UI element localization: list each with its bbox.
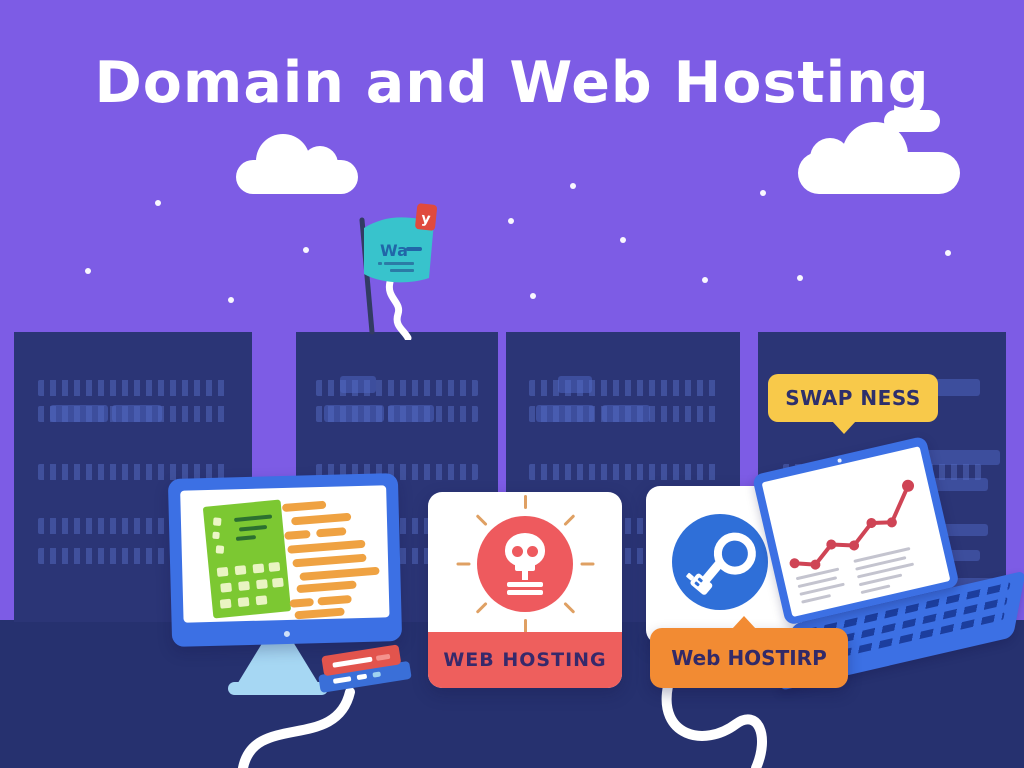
star-dot (530, 293, 536, 299)
rack-panel (926, 478, 988, 491)
star-dot (797, 275, 803, 281)
skull-stem (522, 571, 528, 580)
ray (562, 601, 575, 614)
skull-eye (527, 546, 538, 557)
router-stripe (375, 653, 391, 661)
text-bar (299, 566, 380, 581)
danger-circle (456, 495, 594, 633)
text-bar (317, 594, 352, 606)
desktop-monitor (167, 473, 403, 647)
web-hostirp-banner: Web HOSTIRP (650, 616, 848, 688)
star-dot (620, 237, 626, 243)
rack-panel (388, 405, 434, 422)
swap-ness-label: SWAP NESS (785, 386, 921, 410)
text-bar (294, 607, 345, 620)
laptop (714, 426, 1024, 733)
banner-cable (661, 681, 767, 768)
swap-ness-badge: SWAP NESS (768, 374, 938, 434)
text-bar (290, 512, 352, 526)
monitor-screen (180, 485, 390, 623)
flag-pole (359, 217, 375, 335)
text-bar (316, 527, 347, 538)
rack-panel (324, 405, 384, 422)
ray (523, 619, 527, 633)
star-dot (508, 218, 514, 224)
ray (580, 562, 594, 566)
text-bar (289, 597, 315, 608)
text-bars (180, 485, 389, 622)
rack-panel (536, 405, 594, 422)
rack-slot-row (529, 464, 717, 480)
star-dot (303, 247, 309, 253)
flag-line (384, 262, 414, 265)
ray (523, 495, 527, 509)
skull-base-line (507, 582, 543, 587)
monitor-stand-base (228, 682, 328, 695)
rack-panel (602, 405, 650, 422)
star-dot (228, 297, 234, 303)
rack-panel (50, 405, 108, 422)
rack-panel (940, 524, 988, 536)
key-notch (694, 581, 700, 587)
text-bar (284, 529, 311, 540)
rack-panel (944, 550, 980, 561)
router-cable (238, 687, 355, 768)
flag-dash (406, 247, 422, 251)
rack-panel (340, 376, 376, 393)
rack-panel (558, 376, 592, 393)
laptop-screen (761, 446, 951, 618)
router-port (332, 676, 352, 684)
star-dot (760, 190, 766, 196)
flag-line (390, 269, 414, 272)
cloud-icon (236, 134, 358, 194)
text-bar (281, 500, 327, 513)
router-port (372, 671, 382, 678)
router-port (356, 673, 368, 681)
star-dot (570, 183, 576, 189)
rack-panel (918, 450, 1000, 465)
flag-cloth (364, 217, 434, 283)
ray (475, 514, 488, 527)
flag-cable (385, 278, 412, 340)
web-hosting-label: WEB HOSTING (443, 649, 607, 671)
ray (562, 514, 575, 527)
cloud-icon (884, 110, 940, 132)
domain-flag: Wa y (359, 203, 438, 340)
web-hosting-card: WEB HOSTING (428, 492, 622, 688)
text-bar (292, 553, 367, 568)
flag-label: Wa (380, 241, 408, 260)
ray (475, 601, 488, 614)
flag-badge-letter: y (421, 211, 432, 228)
skull-base-line (507, 590, 543, 595)
star-dot (85, 268, 91, 274)
laptop-camera-dot (837, 458, 843, 463)
monitor-camera-dot (283, 630, 291, 638)
rack-panel (112, 405, 162, 422)
rack-slot-row (37, 464, 229, 480)
cloud-icon (798, 122, 960, 194)
key-circle (672, 514, 768, 610)
ray (456, 562, 470, 566)
router-stripe (332, 656, 373, 668)
flag-line (378, 262, 382, 265)
text-bar (296, 580, 357, 594)
flag-alert-badge: y (415, 203, 438, 231)
skull-eye (512, 546, 523, 557)
text-bar (287, 539, 366, 554)
star-dot (155, 200, 161, 206)
star-dot (702, 277, 708, 283)
page-title: Domain and Web Hosting (94, 50, 930, 116)
skull-jaw (515, 563, 535, 571)
rack-slot-row (37, 380, 229, 396)
growth-chart (789, 479, 915, 570)
web-hostirp-label: Web HOSTIRP (671, 646, 827, 670)
star-dot (945, 250, 951, 256)
web-hosting-label-bar: WEB HOSTING (428, 632, 622, 688)
laptop-bezel (751, 435, 960, 626)
skull-icon (505, 533, 545, 567)
